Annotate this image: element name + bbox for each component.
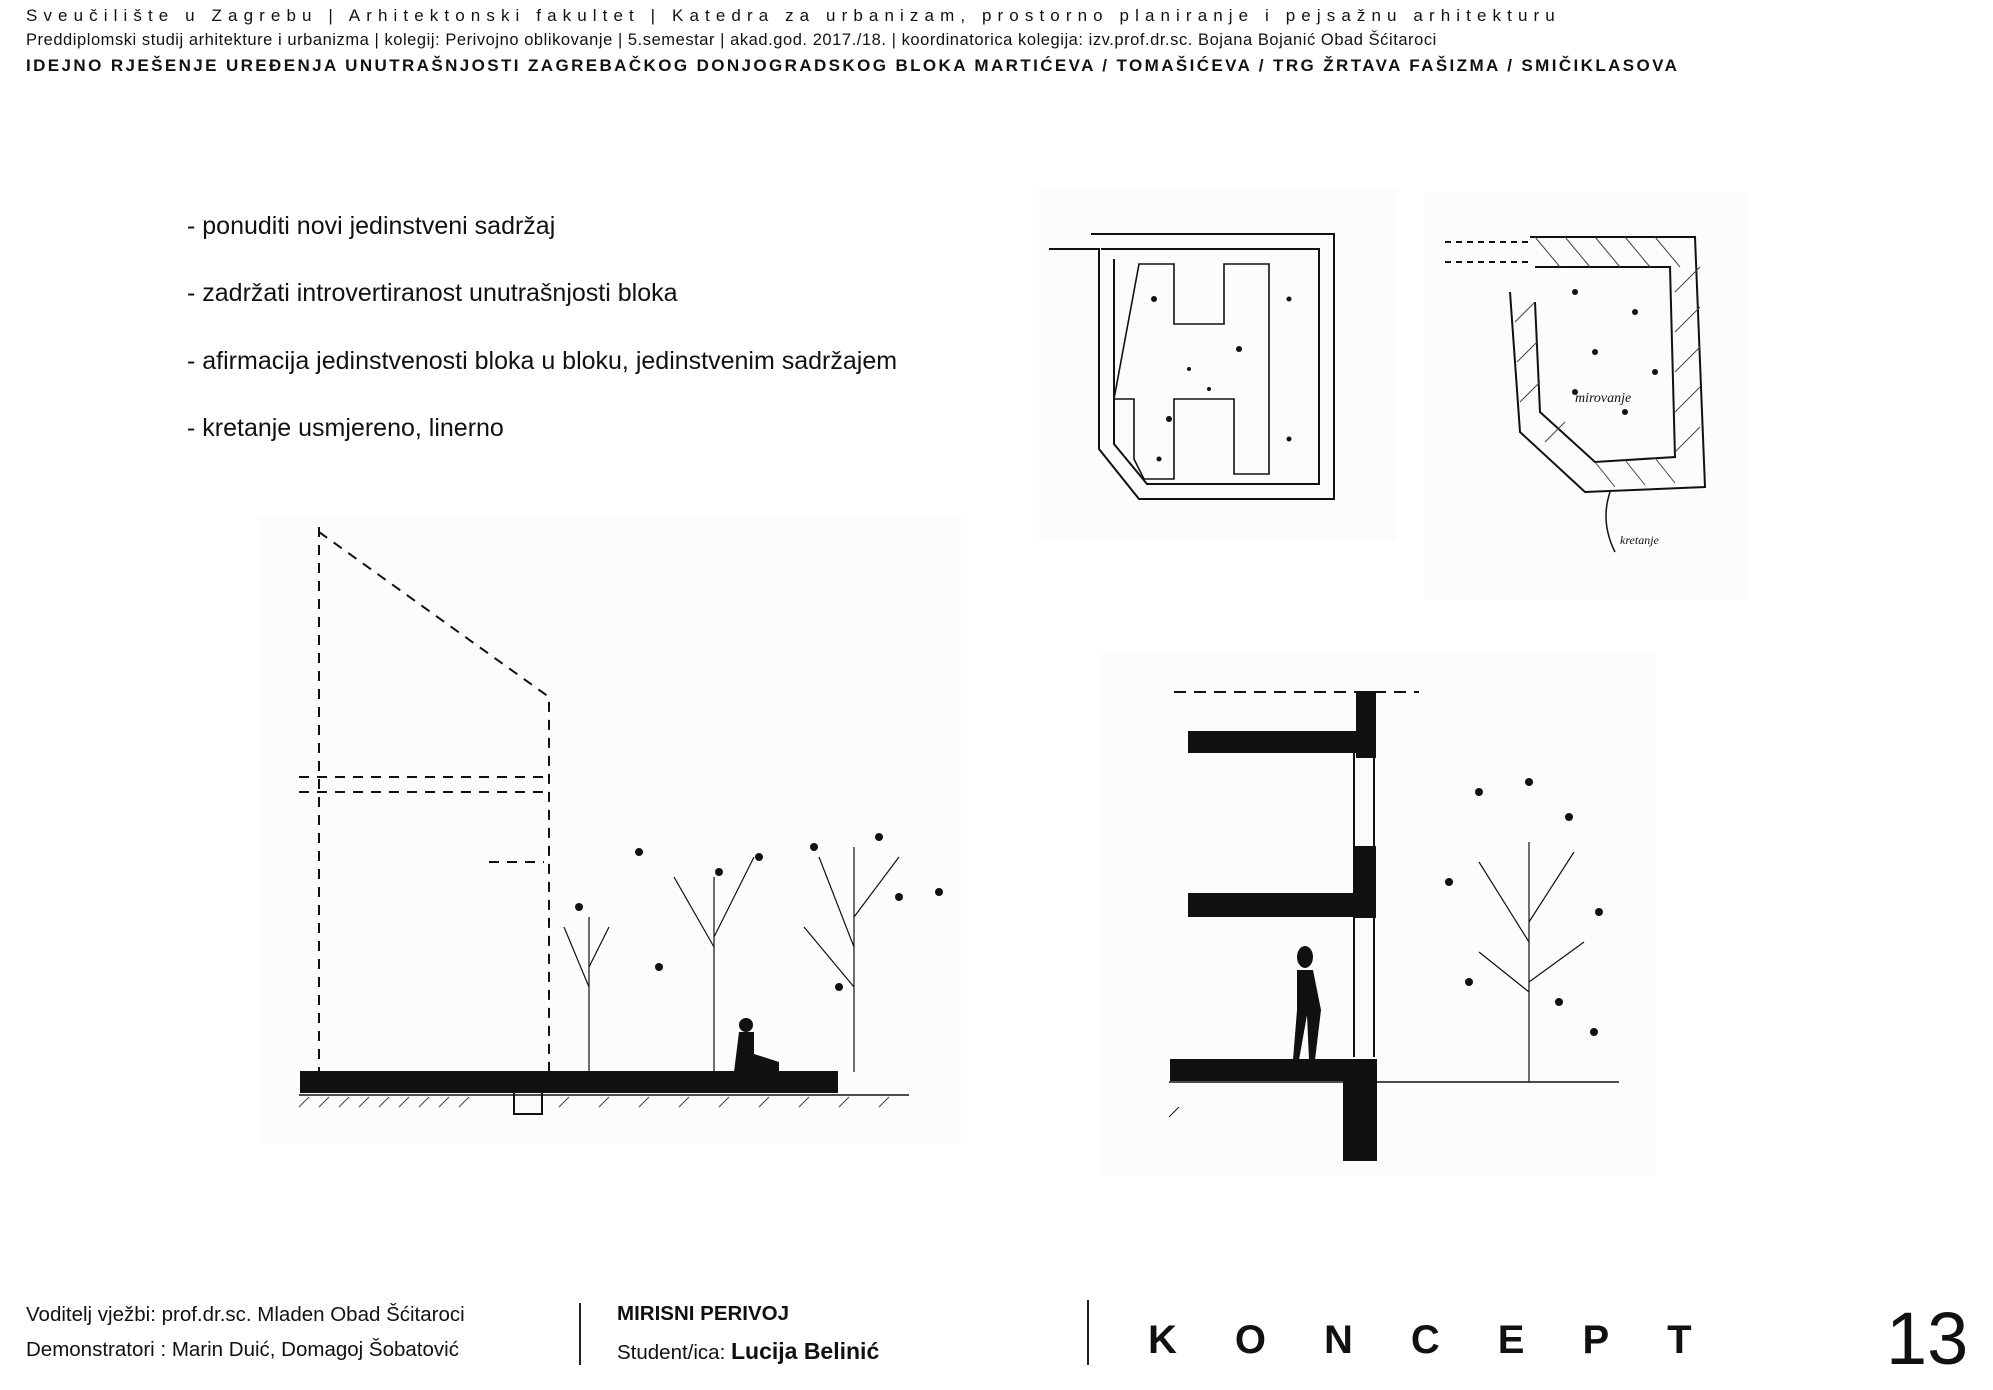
footer-divider [579,1303,581,1365]
plan-sketch-path [1039,189,1397,541]
footer-mentor: Voditelj vježbi: prof.dr.sc. Mladen Obad… [26,1303,465,1326]
footer-demonstrators: Demonstratori : Marin Duić, Domagoj Šoba… [26,1338,459,1361]
section-sketch-walking [1099,652,1656,1176]
header-course: Preddiplomski studij arhitekture i urban… [26,31,1437,49]
concept-bullet: - zadržati introvertiranost unutrašnjost… [187,279,678,307]
footer-divider [1087,1300,1089,1365]
student-label: Student/ica: [617,1341,726,1364]
section-sketch-bench [259,517,961,1144]
footer-student: Student/ica: Lucija Belinić [617,1338,879,1365]
page-number: 13 [1886,1297,1969,1380]
concept-bullet: - ponuditi novi jedinstveni sadržaj [187,212,556,240]
plan-sketch-rest: mirovanje kretanje [1425,192,1747,600]
section-label: KONCEPT [1148,1318,1750,1362]
header-project-title: IDEJNO RJEŠENJE UREĐENJA UNUTRAŠNJOSTI Z… [26,56,1680,75]
footer-project-title: MIRISNI PERIVOJ [617,1302,790,1325]
label-rest: mirovanje [1575,391,1631,406]
header-institution: Sveučilište u Zagrebu | Arhitektonski fa… [26,6,1561,25]
concept-bullet: - afirmacija jedinstvenosti bloka u blok… [187,347,898,375]
label-movement: kretanje [1620,533,1660,547]
student-name: Lucija Belinić [730,1338,880,1364]
concept-bullet: - kretanje usmjereno, linerno [187,414,504,442]
